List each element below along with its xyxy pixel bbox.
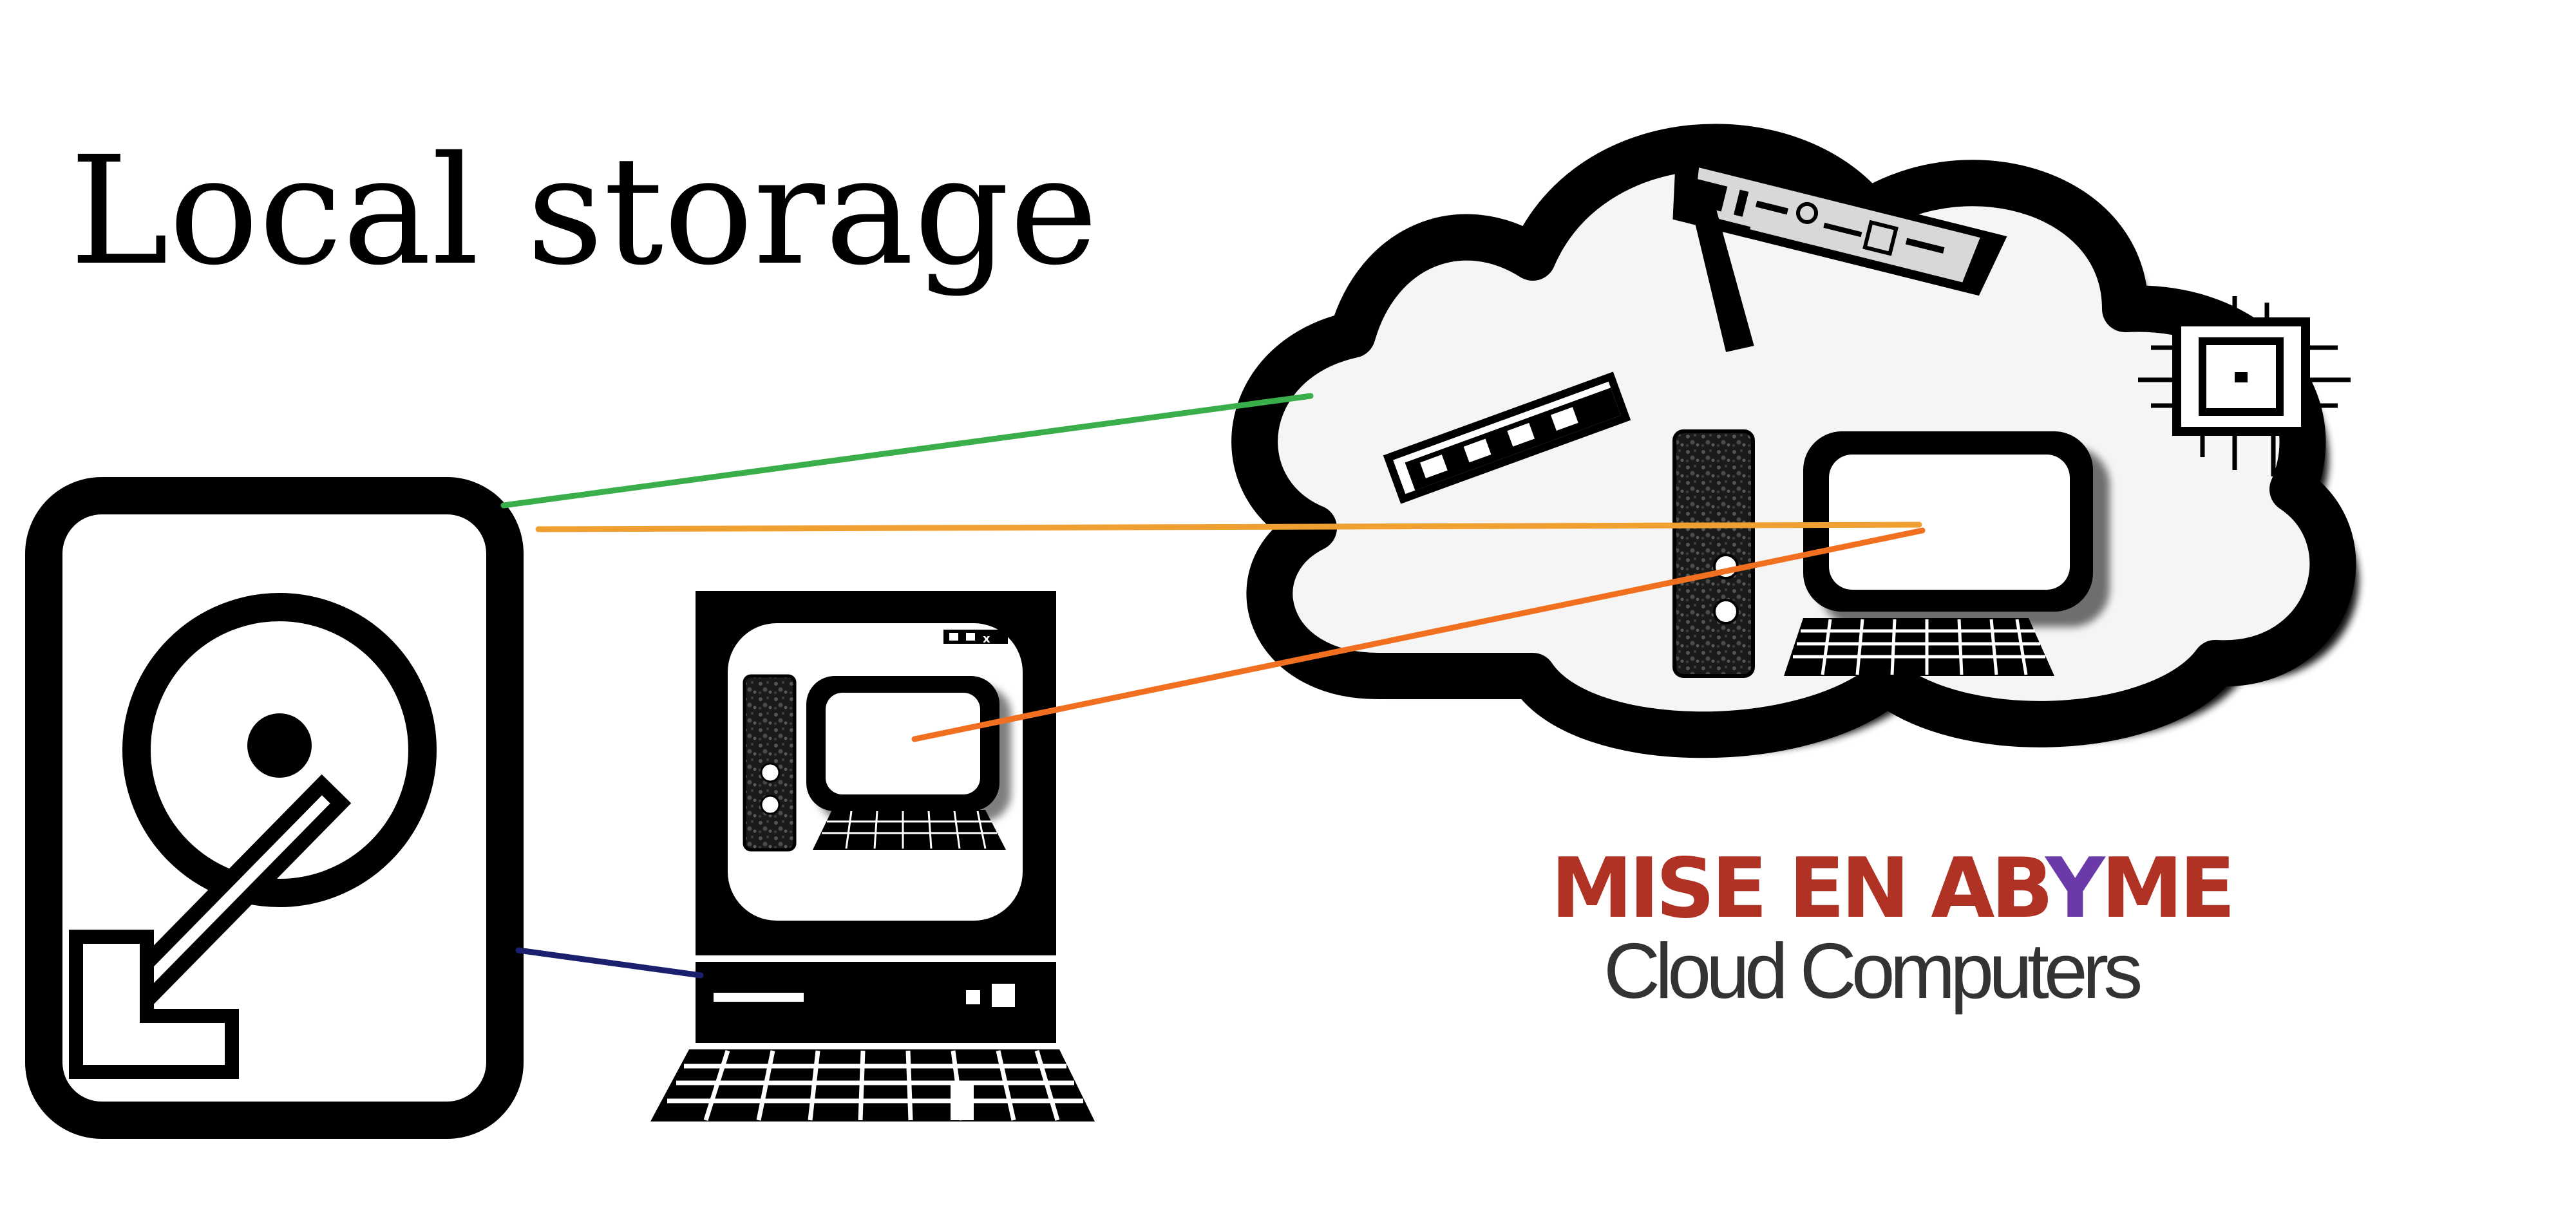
link-hard-drive-to-computer <box>515 947 704 979</box>
brand-name-part-3: ME <box>2101 841 2232 937</box>
expansion-card-icon <box>1672 153 2007 352</box>
brand-subtitle: Cloud Computers <box>1604 927 2140 1015</box>
brand-logo: MISE EN ABYME Cloud Computers <box>1551 841 2235 1015</box>
brand-name-part-1: MISE EN AB <box>1551 841 2048 937</box>
diagram-title: Local storage <box>70 124 1098 298</box>
hard-drive-icon <box>25 477 524 1139</box>
ram-stick-icon <box>1383 371 1631 504</box>
connection-lines <box>500 393 1926 979</box>
brand-name-part-2: Y <box>2044 841 2106 937</box>
cpu-chip-icon <box>2138 296 2351 479</box>
svg-text:MISE EN ABYME: MISE EN ABYME <box>1551 841 2231 937</box>
svg-text:x: x <box>983 632 990 646</box>
link-local-screen-to-cloud-desktop <box>911 527 1926 742</box>
desktop-computer-icon <box>1672 429 2110 678</box>
link-hard-drive-to-cloud-desktop <box>535 521 1922 532</box>
link-hard-drive-to-cloud <box>500 393 1314 509</box>
retro-computer-icon: x <box>650 591 1095 1121</box>
